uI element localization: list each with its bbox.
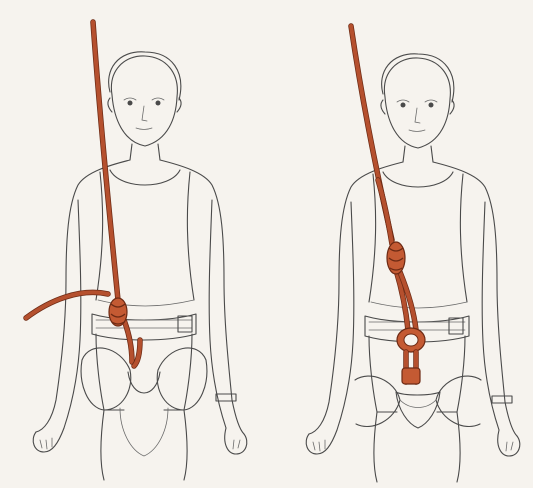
left-figure [26, 22, 247, 480]
left-rope [26, 22, 140, 366]
left-figure-eight-knot-icon [109, 298, 127, 326]
right-belay-loop-icon [402, 368, 420, 384]
right-head [381, 54, 454, 148]
right-figure [306, 26, 520, 482]
left-harness [81, 314, 207, 480]
left-watch-icon [216, 394, 236, 401]
right-watch-icon [492, 396, 512, 403]
right-buckle-icon [449, 318, 463, 334]
left-head [108, 52, 181, 146]
left-buckle-icon [178, 316, 192, 332]
left-torso [33, 160, 247, 454]
